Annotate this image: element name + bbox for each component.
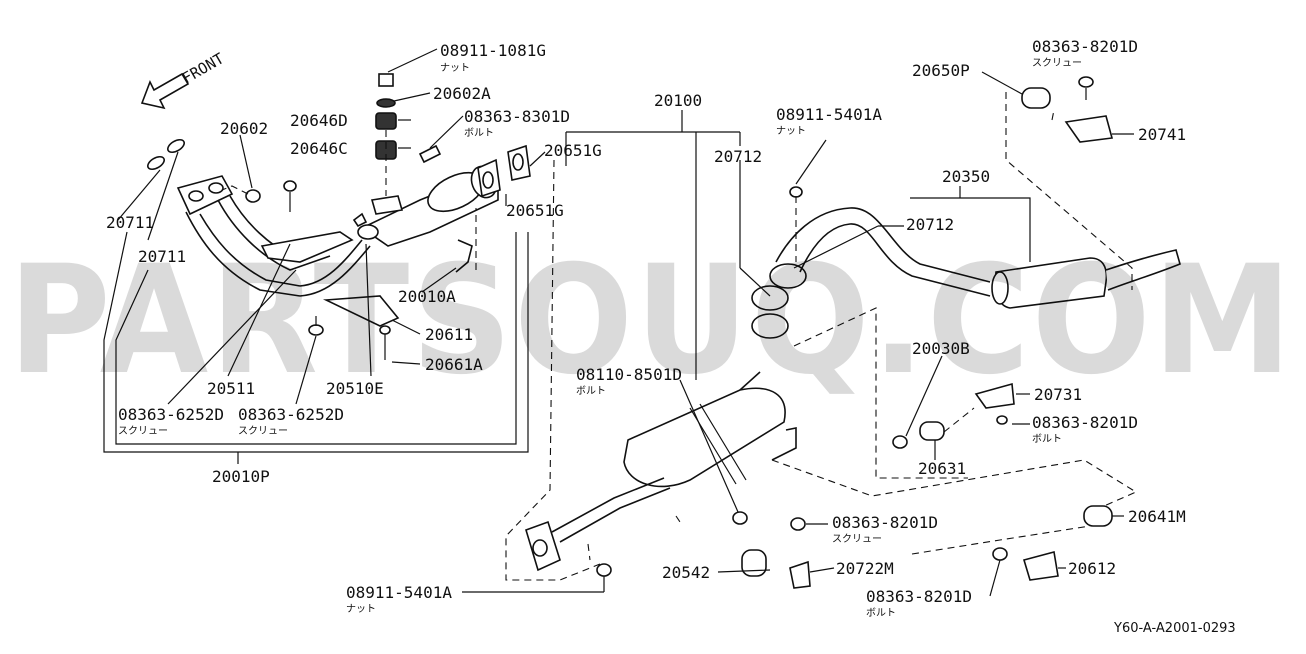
front-pipe-drawing bbox=[147, 73, 531, 360]
center-pipe-drawing bbox=[525, 76, 1181, 589]
part-label: 20350 bbox=[942, 167, 990, 186]
leader-lines bbox=[103, 48, 1134, 597]
part-label: 20010P bbox=[212, 467, 270, 486]
part-sublabel: ボルト bbox=[866, 607, 896, 619]
part-label: 20646D bbox=[290, 111, 348, 130]
part-label: 20651G bbox=[506, 201, 564, 220]
part-label: 08363-8201D bbox=[1032, 413, 1138, 432]
front-label: FRONT bbox=[179, 49, 227, 87]
diagram-code: Y60-A-A2001-0293 bbox=[1113, 621, 1236, 636]
part-label: 20010A bbox=[398, 287, 456, 306]
part-label: 08911-1081G bbox=[440, 41, 546, 60]
part-label: 08911-5401A bbox=[776, 105, 882, 124]
part-label: 20100 bbox=[654, 91, 702, 110]
part-label: 20542 bbox=[662, 563, 710, 582]
part-label: 08363-8201D bbox=[1032, 37, 1138, 56]
part-label: 08363-6252D bbox=[118, 405, 224, 424]
part-sublabel: スクリュー bbox=[832, 533, 882, 545]
part-label: 08363-6252D bbox=[238, 405, 344, 424]
part-label: 08110-8501D bbox=[576, 365, 682, 384]
part-label: 20741 bbox=[1138, 125, 1186, 144]
part-label: 20510E bbox=[326, 379, 384, 398]
part-label: 20711 bbox=[138, 247, 186, 266]
part-label: 20030B bbox=[912, 339, 970, 358]
watermark: PARTSOUQ.COM bbox=[8, 234, 1294, 408]
part-sublabel: スクリュー bbox=[238, 425, 288, 437]
part-sublabel: ボルト bbox=[464, 127, 494, 139]
part-label: 20722M bbox=[836, 559, 894, 578]
part-label: 08363-8301D bbox=[464, 107, 570, 126]
part-label: 08363-8201D bbox=[866, 587, 972, 606]
part-label: 20661A bbox=[425, 355, 483, 374]
dashed-connection-lines bbox=[221, 92, 1138, 581]
part-label: 20631 bbox=[918, 459, 966, 478]
part-label: 20646C bbox=[290, 139, 348, 158]
part-sublabel: ナット bbox=[346, 603, 376, 615]
part-sublabel: ボルト bbox=[576, 385, 606, 397]
part-label: 20602A bbox=[433, 84, 491, 103]
part-label: 20650P bbox=[912, 61, 970, 80]
part-label: 20602 bbox=[220, 119, 268, 138]
part-label: 08363-8201D bbox=[832, 513, 938, 532]
part-label: 20612 bbox=[1068, 559, 1116, 578]
part-label: 20651G bbox=[544, 141, 602, 160]
part-sublabel: ナット bbox=[776, 125, 806, 137]
part-label: 20611 bbox=[425, 325, 473, 344]
part-label: 20641M bbox=[1128, 507, 1186, 526]
part-sublabel: スクリュー bbox=[1032, 57, 1082, 69]
front-arrow-icon: FRONT bbox=[140, 49, 227, 110]
part-label: 20731 bbox=[1034, 385, 1082, 404]
part-label: 20511 bbox=[207, 379, 255, 398]
part-label: 20711 bbox=[106, 213, 154, 232]
part-sublabel: ナット bbox=[440, 62, 470, 74]
part-sublabel: スクリュー bbox=[118, 425, 168, 437]
part-label: 20712 bbox=[906, 215, 954, 234]
part-labels: 08911-1081G ナット 20602A 20646D 20646C 083… bbox=[106, 37, 1186, 619]
part-label: 20712 bbox=[714, 147, 762, 166]
part-label: 08911-5401A bbox=[346, 583, 452, 602]
part-sublabel: ボルト bbox=[1032, 433, 1062, 445]
